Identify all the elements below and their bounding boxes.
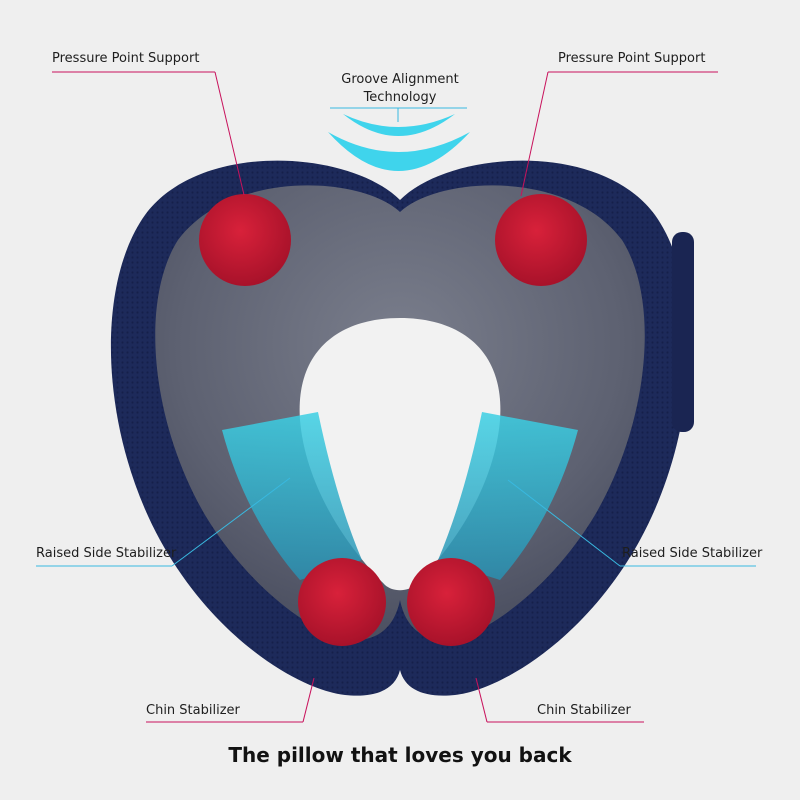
groove-label-line2: Technology	[363, 90, 437, 105]
leader-rs-right-d	[507, 479, 621, 567]
chin-point-right	[407, 558, 495, 646]
leader-pp-right-d	[520, 71, 549, 197]
chin-point-left	[298, 558, 386, 646]
groove-arc-lower	[328, 132, 470, 171]
raised-side-label-right: Raised Side Stabilizer	[622, 546, 763, 561]
pressure-point-label-left: Pressure Point Support	[52, 51, 200, 66]
strap-tab	[672, 232, 694, 432]
chin-stabilizer-label-right: Chin Stabilizer	[537, 703, 631, 718]
groove-label-line1: Groove Alignment	[341, 72, 459, 87]
raised-side-label-left: Raised Side Stabilizer	[36, 546, 177, 561]
pressure-point-right	[495, 194, 587, 286]
groove-arc-upper	[343, 114, 455, 136]
chin-stabilizer-label-left: Chin Stabilizer	[146, 703, 240, 718]
leader-chin-right-v	[475, 677, 488, 723]
neck-opening	[299, 318, 501, 591]
pressure-point-left	[199, 194, 291, 286]
leader-chin-left-v	[302, 677, 315, 723]
pressure-point-label-right: Pressure Point Support	[558, 51, 706, 66]
raised-side-stabilizer-left	[222, 412, 362, 580]
raised-side-stabilizer-right	[438, 412, 578, 580]
leader-rs-left-d	[171, 477, 291, 567]
leader-pp-left-d	[214, 71, 245, 196]
groove-alignment-label: Groove Alignment Technology	[320, 71, 480, 107]
tagline: The pillow that loves you back	[228, 743, 572, 767]
